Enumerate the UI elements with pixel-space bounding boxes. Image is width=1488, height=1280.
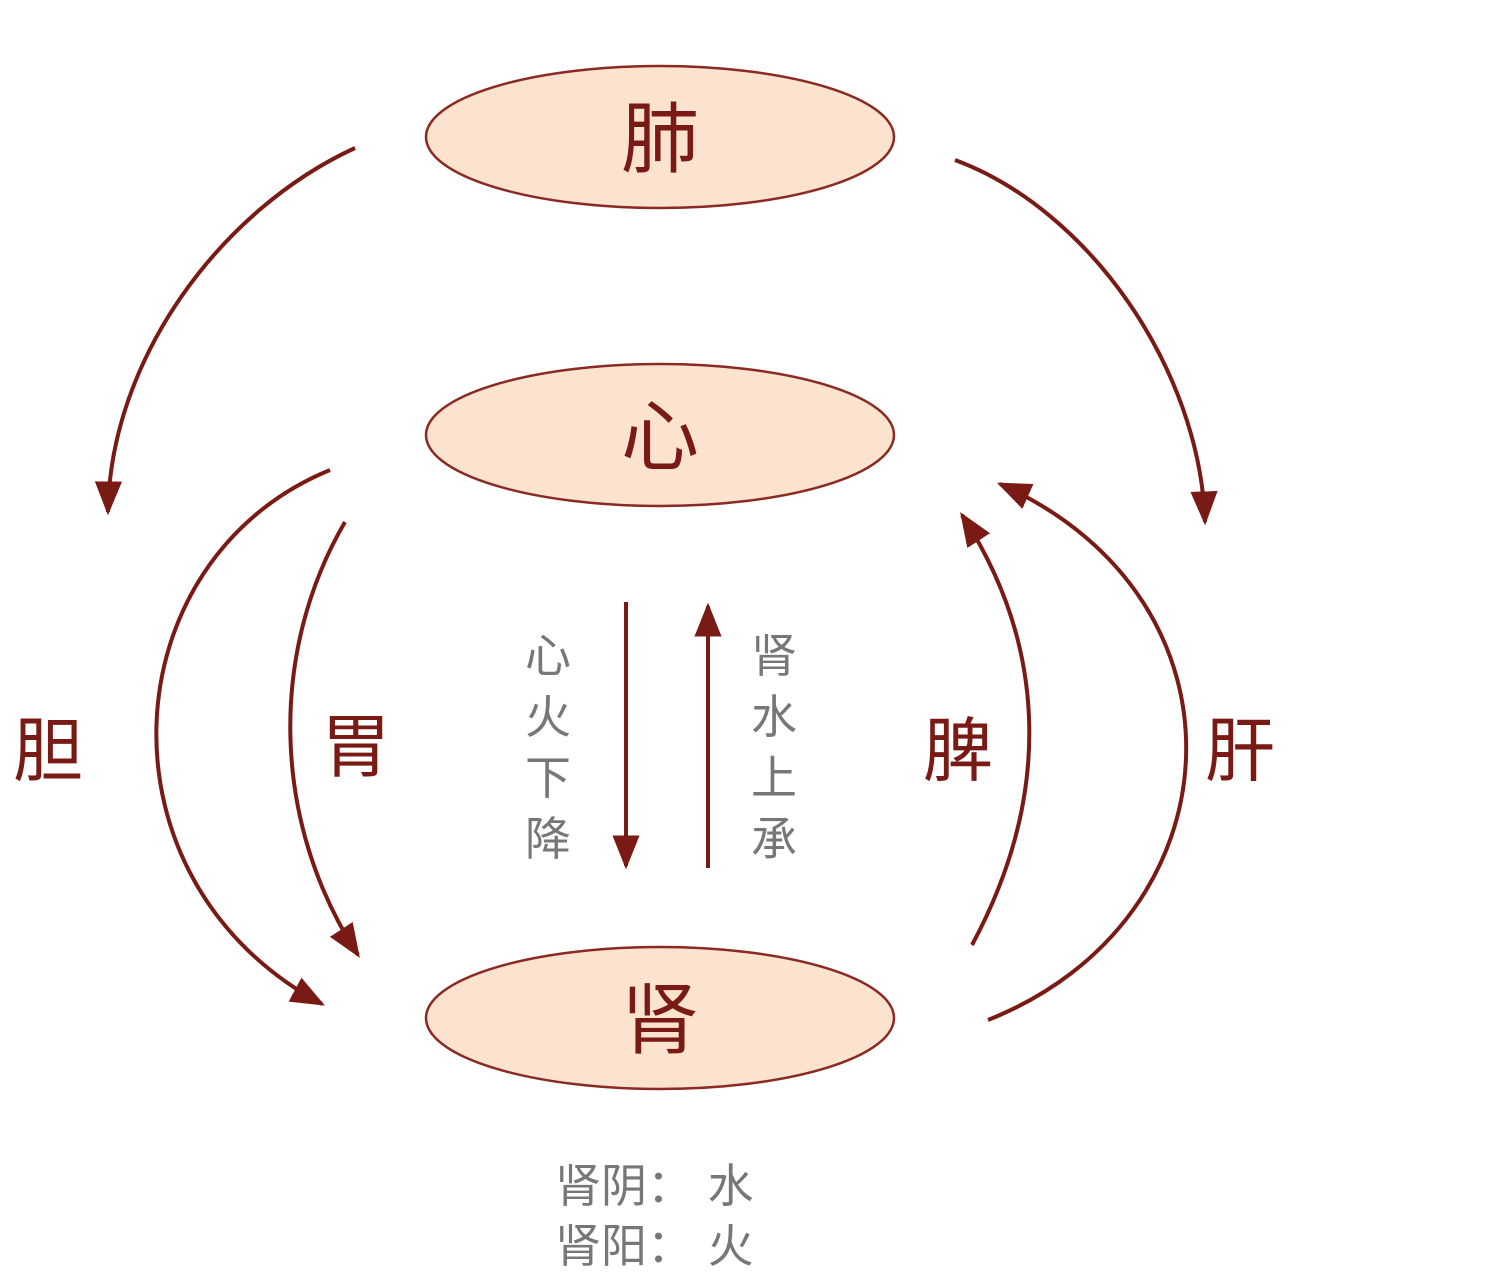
vertical-char: 下 [525, 751, 571, 805]
label-stomach: 胃 [321, 706, 391, 788]
arrow-gallbladder-descending [154, 468, 331, 1006]
vertical-char: 心 [525, 629, 571, 683]
arrow-lung-to-gallbladder [94, 146, 356, 516]
arrow-lung-to-liver [954, 158, 1218, 526]
vertical-char: 水 [751, 690, 797, 744]
organ-label-heart: 心 [621, 393, 699, 483]
vertical-char: 上 [751, 751, 797, 805]
organ-node-lung: 肺 [424, 64, 896, 210]
vertical-char: 承 [751, 812, 797, 866]
organ-label-kidney: 肾 [621, 976, 699, 1066]
vertical-text-kidney-water-ascends: 肾 水 上 承 [751, 629, 797, 866]
vertical-char: 火 [525, 690, 571, 744]
label-gallbladder: 胆 [13, 710, 83, 792]
vertical-char: 肾 [751, 629, 797, 683]
vertical-char: 降 [525, 812, 571, 866]
organ-label-lung: 肺 [621, 95, 699, 185]
vertical-text-heart-fire-descends: 心 火 下 降 [525, 629, 571, 866]
organ-node-heart: 心 [424, 362, 896, 508]
arrow-liver-ascending [987, 482, 1188, 1022]
note-kidney-yin: 肾阴： 水 [555, 1159, 754, 1213]
arrow-spleen-ascending [960, 512, 1032, 946]
arrow-stomach-descending [288, 520, 360, 958]
note-kidney-yang: 肾阳： 火 [555, 1219, 754, 1273]
organ-node-kidney: 肾 [424, 945, 896, 1091]
label-liver: 肝 [1205, 710, 1275, 792]
label-spleen: 脾 [923, 710, 993, 792]
